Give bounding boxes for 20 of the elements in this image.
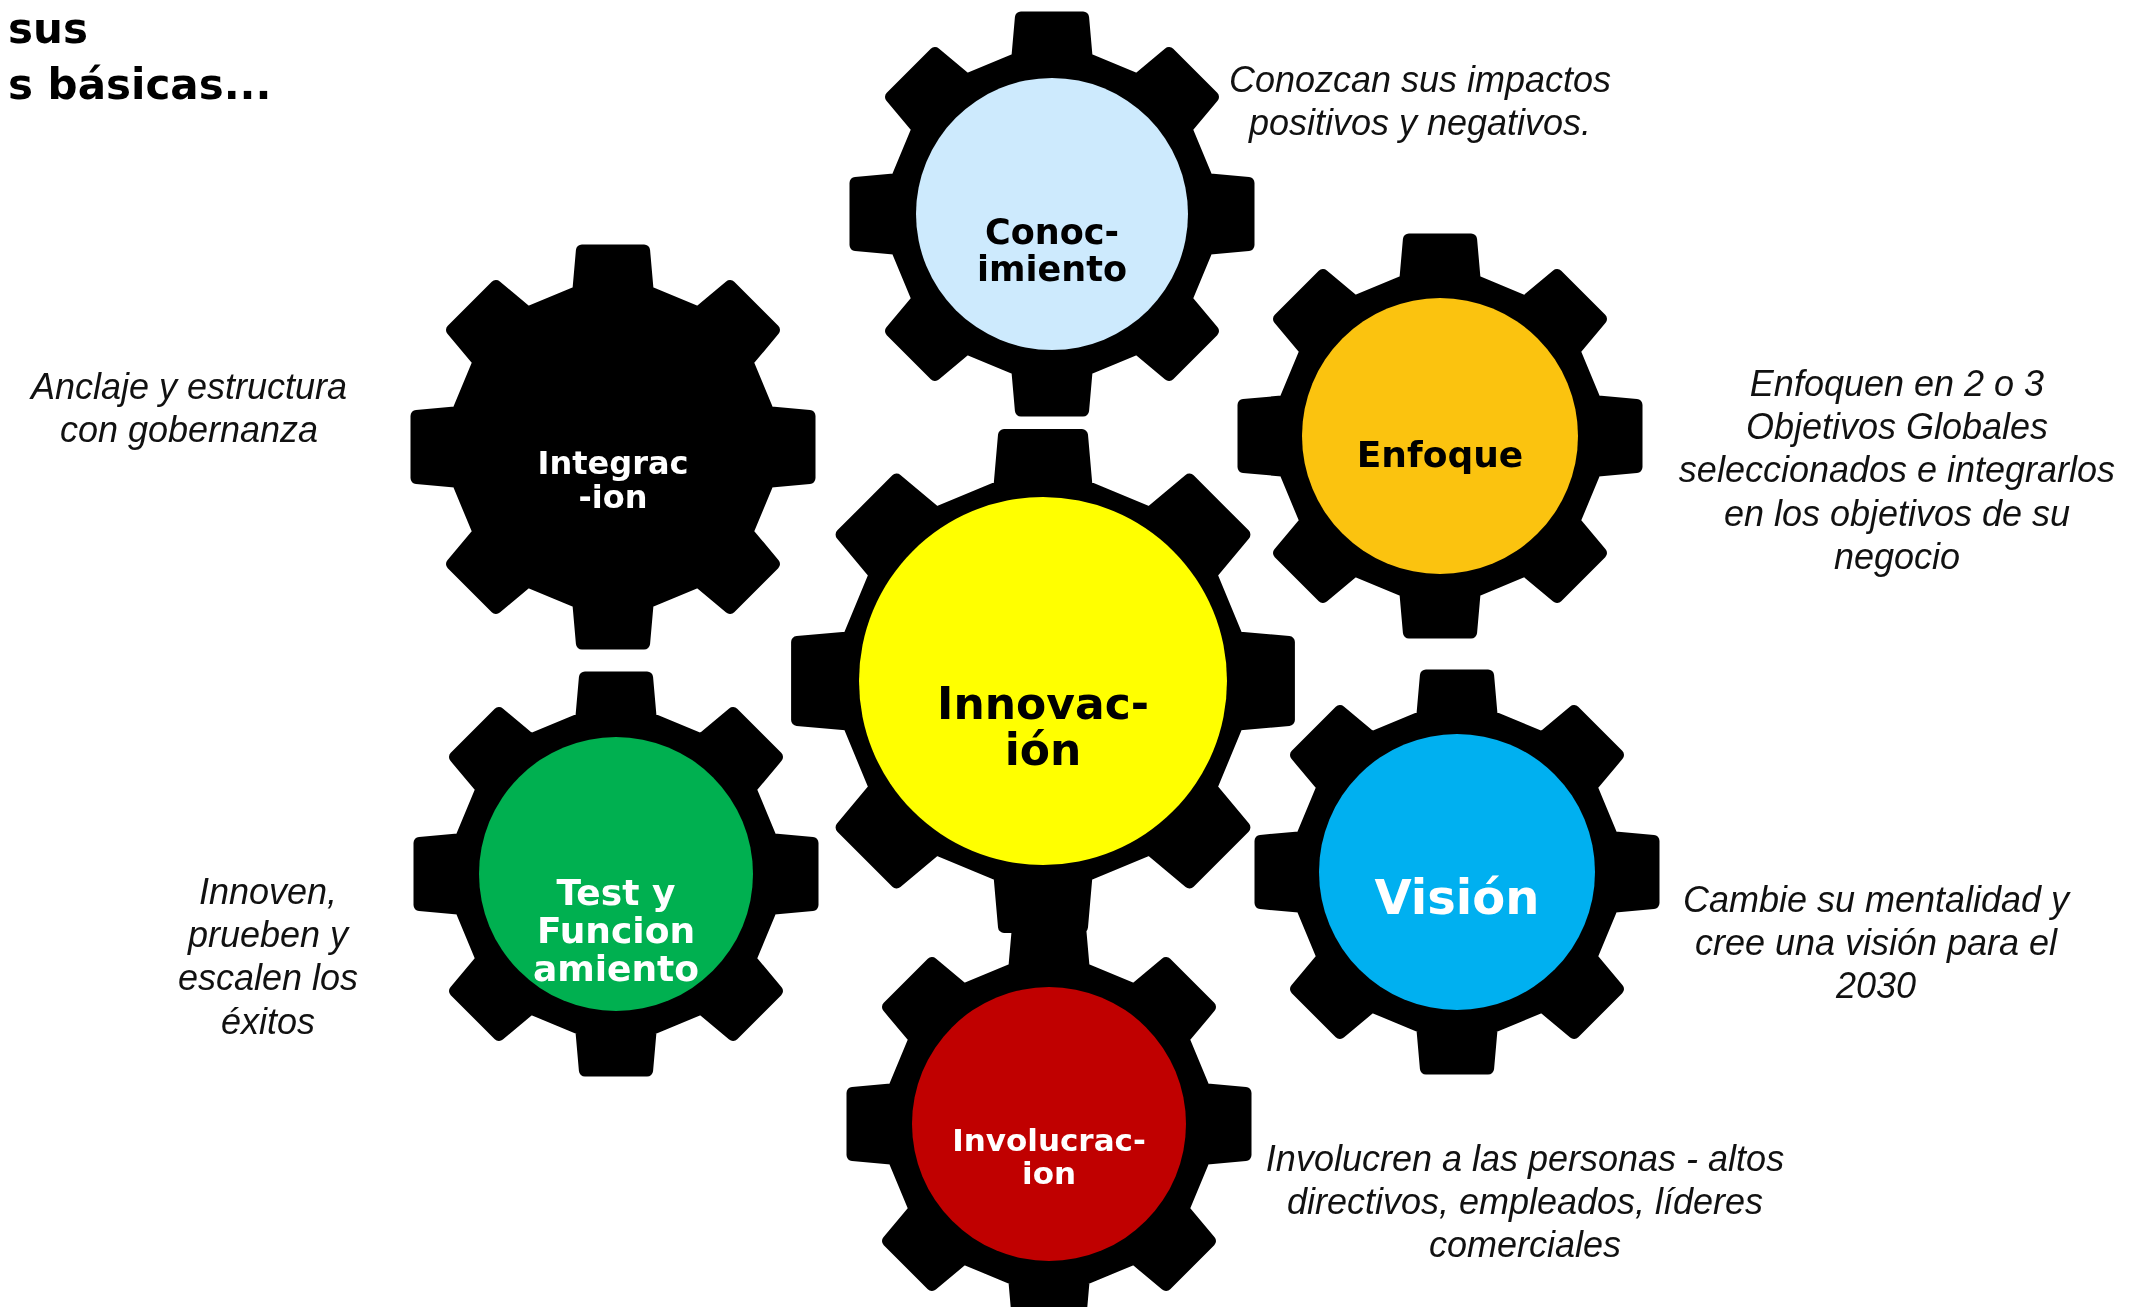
gear-label: Test y Funcion amiento bbox=[531, 874, 701, 988]
description-text: Enfoquen en 2 o 3 Objetivos Globales seleccionados e integrarlos en los objetivos de su negocio bbox=[1677, 362, 2117, 578]
gear-label: Enfoque bbox=[1355, 436, 1525, 474]
gear bbox=[408, 242, 818, 652]
gear-label: Visión bbox=[1373, 872, 1541, 923]
heading-text: sus bbox=[8, 4, 88, 53]
description-text: Involucren a las personas - altos directivos, empleados, líderes comerciales bbox=[1264, 1137, 1786, 1267]
gear bbox=[1235, 231, 1645, 641]
description-text: Cambie su mentalidad y cree una visión para el 2030 bbox=[1681, 878, 2072, 1008]
heading-text: s básicas... bbox=[8, 60, 272, 109]
gear bbox=[411, 669, 821, 1079]
gear-label: Innovac- ión bbox=[936, 681, 1150, 774]
gear-label: Integrac -ion bbox=[536, 447, 690, 515]
gear-label: Involucrac- ion bbox=[951, 1124, 1147, 1190]
description-text: Innoven, prueben y escalen los éxitos bbox=[176, 870, 360, 1043]
description-text: Anclaje y estructura con gobernanza bbox=[28, 365, 349, 452]
gear-label: Conoc- imiento bbox=[976, 214, 1128, 288]
description-text: Conozcan sus impactos positivos y negativos. bbox=[1227, 58, 1613, 145]
gear bbox=[788, 426, 1298, 936]
gear bbox=[1252, 667, 1662, 1077]
